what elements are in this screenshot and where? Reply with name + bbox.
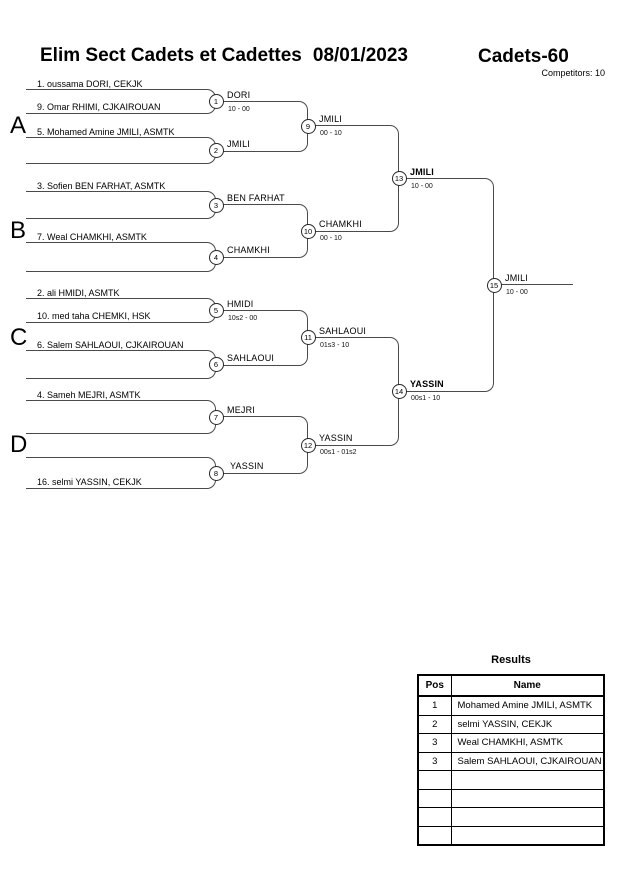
match-node-10: 10: [300, 223, 316, 239]
results-col-name: Name: [450, 674, 605, 697]
entry-label: 2. ali HMIDI, ASMTK: [37, 288, 120, 298]
entry-label: 10. med taha CHEMKI, HSK: [37, 311, 151, 321]
match-node-12: 12: [300, 437, 316, 453]
champion-line: [501, 284, 573, 285]
entry-label: 3. Sofien BEN FARHAT, ASMTK: [37, 181, 166, 191]
results-row: [417, 825, 605, 846]
match-winner-label: YASSIN: [319, 433, 353, 443]
bracket-connector-m3: [26, 191, 216, 219]
results-heading: Results: [491, 654, 531, 666]
match-node-5: 5: [208, 303, 224, 318]
group-label-c: C: [10, 324, 28, 351]
competitors-count: Competitors: 10: [541, 68, 605, 78]
event-date: 08/01/2023: [312, 45, 408, 66]
match-winner-label: CHAMKHI: [227, 245, 270, 255]
result-name: Weal CHAMKHI, ASMTK: [450, 733, 605, 753]
match-winner-label: JMILI: [319, 114, 343, 124]
results-row: 2 selmi YASSIN, CEKJK: [417, 714, 605, 734]
match-score: 01s3 - 10: [320, 341, 350, 349]
match-winner-label: CHAMKHI: [319, 219, 362, 229]
entry-label: 1. oussama DORI, CEKJK: [37, 79, 143, 89]
results-col-pos: Pos: [417, 674, 452, 697]
match-score: 00s1 - 10: [411, 395, 441, 402]
result-name: Mohamed Amine JMILI, ASMTK: [450, 695, 605, 716]
match-node-13: 13: [391, 171, 407, 186]
match-node-9: 9: [300, 118, 316, 134]
match-score: 00 - 10: [320, 235, 342, 242]
bracket-connector-m6: [26, 350, 216, 379]
result-pos: 3: [417, 751, 452, 771]
result-name: selmi YASSIN, CEKJK: [450, 714, 605, 734]
entry-label: 6. Salem SAHLAOUI, CJKAIROUAN: [37, 340, 184, 350]
page-title: Elim Sect Cadets et Cadettes 08/01/2023: [40, 45, 408, 67]
entry-label: 7. Weal CHAMKHI, ASMTK: [37, 232, 147, 242]
match-score: 00 - 10: [320, 130, 342, 137]
match-node-11: 11: [300, 330, 316, 345]
results-row: [417, 770, 605, 790]
match-node-3: 3: [208, 197, 224, 213]
results-row: 3 Weal CHAMKHI, ASMTK: [417, 733, 605, 753]
result-pos: [417, 788, 452, 808]
match-winner-label: JMILI: [227, 138, 251, 149]
match-winner-label: SAHLAOUI: [319, 325, 367, 336]
match-winner-label: YASSIN: [410, 379, 444, 389]
match-node-7: 7: [208, 409, 224, 425]
match-score: 10 - 00: [506, 289, 528, 296]
match-winner-label: YASSIN: [230, 461, 264, 471]
bracket-connector-m2: [26, 137, 216, 164]
match-winner-label: BEN FARHAT: [227, 193, 285, 203]
match-node-6: 6: [208, 357, 224, 372]
match-score: 10 - 00: [228, 105, 250, 113]
match-node-4: 4: [208, 249, 224, 265]
entry-label: 16. selmi YASSIN, CEKJK: [37, 477, 142, 487]
match-winner-label: JMILI: [410, 166, 435, 177]
bracket-connector-m14: [315, 336, 399, 446]
bracket-connector-m15: [406, 177, 494, 392]
group-label-b: B: [10, 217, 27, 244]
match-score: 00s1 - 01s2: [320, 449, 357, 456]
category-label: Cadets-60: [478, 46, 569, 67]
match-node-8: 8: [208, 465, 224, 481]
results-table: Pos Name 1 Mohamed Amine JMILI, ASMTK 2 …: [417, 674, 605, 846]
results-row: 1 Mohamed Amine JMILI, ASMTK: [417, 695, 605, 716]
match-winner-label: HMIDI: [227, 298, 254, 309]
bracket-connector-m7: [26, 400, 216, 434]
match-node-14: 14: [391, 383, 407, 399]
result-pos: [417, 770, 452, 790]
results-header-row: Pos Name: [417, 674, 605, 697]
result-pos: 3: [417, 733, 452, 753]
results-row: [417, 788, 605, 808]
result-pos: [417, 825, 452, 846]
result-pos: 2: [417, 714, 452, 734]
result-name: [450, 788, 605, 808]
result-name: [450, 770, 605, 790]
match-node-15: 15: [486, 277, 502, 293]
match-node-1: 1: [208, 94, 224, 109]
bracket-connector-m4: [26, 242, 216, 272]
group-label-a: A: [10, 112, 27, 139]
match-winner-label: SAHLAOUI: [227, 352, 275, 363]
bracket-connector-m13: [315, 125, 399, 232]
results-row: 3 Salem SAHLAOUI, CJKAIROUAN: [417, 751, 605, 771]
group-label-d: D: [10, 431, 28, 458]
result-name: Salem SAHLAOUI, CJKAIROUAN: [450, 751, 605, 771]
entry-label: 5. Mohamed Amine JMILI, ASMTK: [37, 127, 175, 137]
match-winner-label: MEJRI: [227, 405, 255, 415]
result-name: [450, 807, 605, 827]
match-node-2: 2: [208, 143, 224, 158]
entry-label: 9. Omar RHIMI, CJKAIROUAN: [37, 102, 161, 112]
match-winner-label: DORI: [227, 89, 251, 100]
result-name: [450, 825, 605, 846]
event-title: Elim Sect Cadets et Cadettes: [40, 45, 302, 66]
result-pos: [417, 807, 452, 827]
champion-label: JMILI: [505, 273, 529, 283]
match-score: 10s2 - 00: [228, 314, 258, 322]
entry-label: 4. Sameh MEJRI, ASMTK: [37, 390, 141, 400]
results-row: [417, 807, 605, 827]
result-pos: 1: [417, 695, 452, 716]
match-score: 10 - 00: [411, 182, 433, 190]
